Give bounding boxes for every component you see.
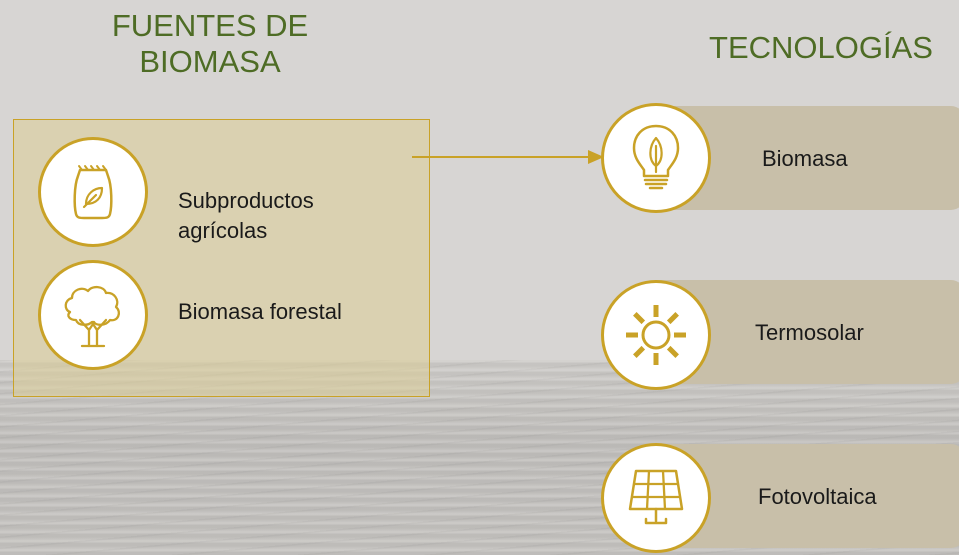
source-label-forest: Biomasa forestal bbox=[178, 299, 342, 324]
seed-bag-icon bbox=[38, 137, 148, 247]
tech-label-biomasa: Biomasa bbox=[762, 146, 848, 171]
sun-icon bbox=[601, 280, 711, 390]
technologies-heading: TECNOLOGÍAS bbox=[709, 30, 933, 65]
flow-arrow bbox=[412, 150, 604, 164]
sources-heading: FUENTES DE BIOMASA bbox=[111, 8, 309, 79]
solar-panel-icon bbox=[601, 443, 711, 553]
lightbulb-leaf-icon bbox=[601, 103, 711, 213]
source-label-agricultural: Subproductos agrícolas bbox=[178, 188, 314, 243]
tree-icon bbox=[38, 260, 148, 370]
tech-label-fotovoltaica: Fotovoltaica bbox=[758, 484, 877, 509]
tech-label-termosolar: Termosolar bbox=[755, 320, 864, 345]
